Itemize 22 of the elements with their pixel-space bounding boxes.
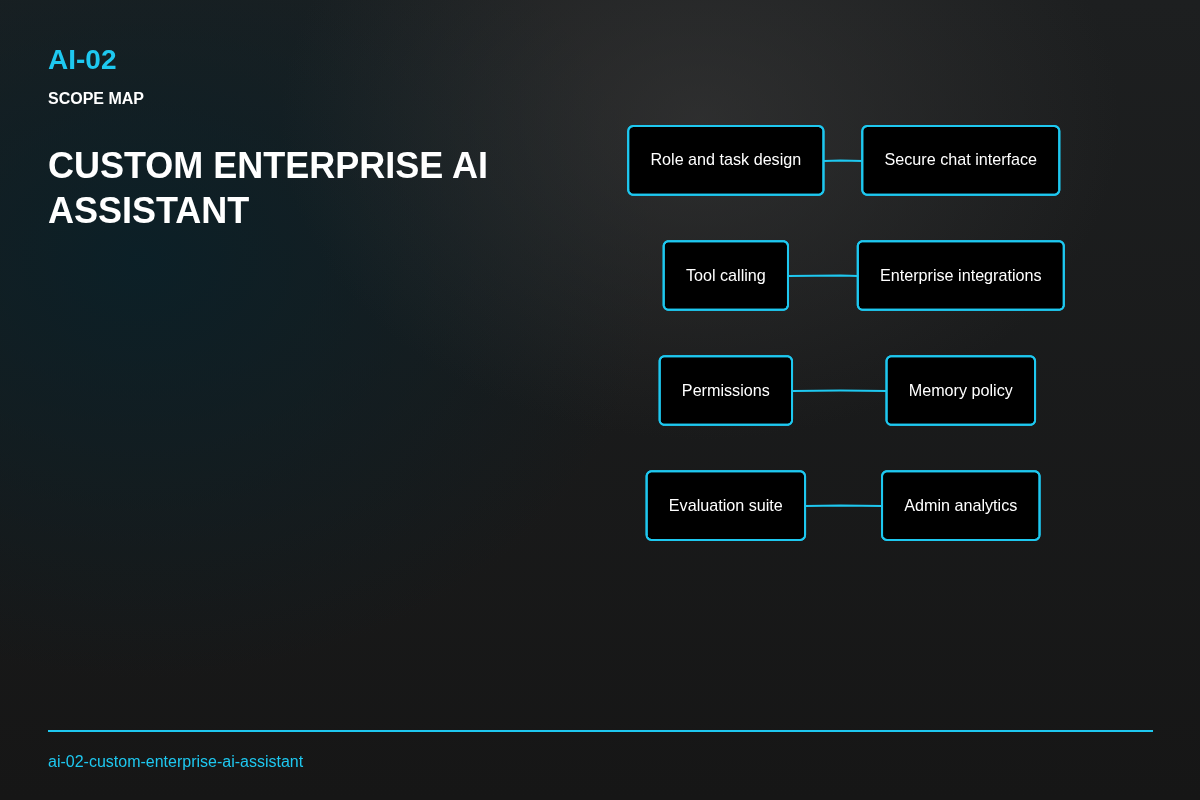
footer-slug: ai-02-custom-enterprise-ai-assistant <box>48 753 304 771</box>
title: CUSTOM ENTERPRISE AI ASSISTANT <box>48 144 490 233</box>
box-label: Memory policy <box>908 380 1013 401</box>
process-box <box>856 240 1065 311</box>
subtitle: SCOPE MAP <box>48 90 144 108</box>
process-box <box>885 355 1037 426</box>
box-label: Admin analytics <box>904 495 1018 516</box>
code-label: AI-02 <box>48 44 117 76</box>
box-label: Enterprise integrations <box>880 265 1042 286</box>
connector-line <box>823 159 863 162</box>
process-box <box>645 470 807 541</box>
process-box <box>627 125 825 196</box>
connector-line <box>805 504 883 508</box>
process-box <box>881 470 1041 541</box>
process-box <box>662 240 789 311</box>
box-label: Tool calling <box>685 265 766 286</box>
box-label: Permissions <box>681 380 770 401</box>
box-label: Secure chat interface <box>884 150 1038 171</box>
process-box <box>658 355 794 426</box>
box-label: Role and task design <box>650 150 802 171</box>
process-box <box>861 125 1061 196</box>
box-label: Evaluation suite <box>668 495 783 516</box>
